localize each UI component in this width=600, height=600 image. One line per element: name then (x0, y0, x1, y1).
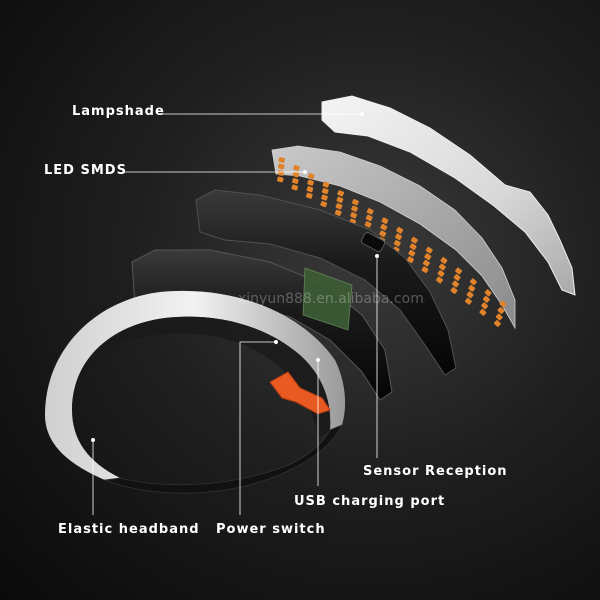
led-dots (276, 157, 507, 327)
led-chip (409, 243, 417, 251)
led-chip (365, 214, 373, 222)
led-chip (395, 233, 402, 241)
led-chip (421, 266, 429, 274)
lampshade-part (321, 95, 576, 296)
led-chip (337, 190, 345, 197)
led-chip (436, 276, 443, 284)
led-chip (364, 221, 372, 228)
leader-dots (91, 112, 379, 442)
led-chip (322, 181, 330, 188)
label-led-smds: LED SMDS (44, 163, 127, 178)
orange-switch (269, 371, 331, 415)
led-chip (393, 239, 401, 247)
led-chip (493, 320, 501, 327)
led-chip (334, 209, 342, 216)
elastic-headband-part (45, 290, 346, 480)
led-chip (484, 289, 492, 297)
led-chip (379, 230, 387, 237)
led-chip (464, 297, 472, 305)
led-chip (410, 236, 418, 244)
led-chip (277, 163, 285, 170)
led-chip (351, 205, 358, 212)
watermark: xinyun888.en.alibaba.com (238, 291, 424, 307)
led-chip (479, 308, 487, 316)
led-chip (438, 263, 446, 271)
led-chip (335, 203, 343, 210)
led-chip (366, 208, 374, 215)
led-chip (306, 186, 314, 193)
led-chip (336, 196, 344, 203)
led-chip (468, 284, 476, 292)
led-chip (320, 200, 328, 208)
led-chip (407, 256, 414, 264)
led-chip (351, 198, 359, 206)
led-chip (307, 173, 315, 180)
led-chip (469, 278, 477, 286)
led-chip (424, 253, 432, 261)
led-chip (350, 211, 358, 219)
led-chip (408, 249, 416, 257)
led-chip (482, 295, 490, 303)
led-chip (277, 170, 285, 176)
label-elastic-headband: Elastic headband (58, 522, 200, 537)
led-chip (453, 274, 461, 281)
label-usb-charging-port: USB charging port (294, 494, 446, 509)
led-chip (291, 184, 299, 191)
led-chip (497, 307, 505, 314)
sensor-window (361, 232, 385, 252)
upper-housing-part (195, 189, 457, 376)
led-chip (307, 179, 314, 186)
led-chip (292, 171, 300, 178)
led-chip (425, 246, 433, 254)
led-chip (437, 270, 445, 277)
led-chip (380, 223, 388, 231)
led-chip (499, 300, 507, 308)
led-chip (455, 267, 463, 275)
led-chip (305, 192, 313, 199)
led-chip (321, 194, 328, 201)
led-chip (481, 302, 489, 310)
led-chip (381, 217, 389, 224)
led-chip (276, 176, 284, 183)
led-chip (278, 157, 286, 163)
led-chip (495, 313, 503, 321)
led-chip (293, 164, 300, 172)
label-power-switch: Power switch (216, 522, 326, 537)
led-chip (450, 287, 458, 294)
circuit-board (302, 267, 353, 331)
led-chip (396, 226, 404, 234)
leader-lines (92, 113, 378, 515)
led-chip (291, 177, 299, 185)
led-chip (466, 291, 474, 299)
label-sensor-reception: Sensor Reception (363, 464, 508, 479)
led-chip (422, 259, 430, 267)
headband-lower-edge (103, 424, 343, 494)
headband-inner (72, 316, 331, 438)
led-chip (440, 257, 448, 264)
led-chip (321, 187, 329, 195)
led-board-part (271, 145, 516, 330)
led-chip (452, 280, 459, 288)
label-lampshade: Lampshade (72, 104, 165, 119)
